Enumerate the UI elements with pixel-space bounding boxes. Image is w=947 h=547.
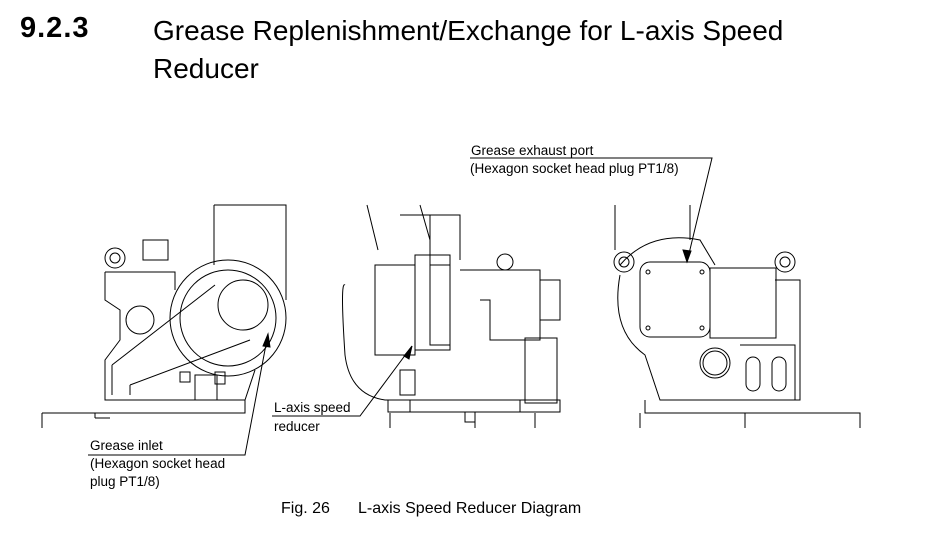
reducer-label-line2: reducer <box>274 419 320 434</box>
figure-title: L-axis Speed Reducer Diagram <box>358 500 582 517</box>
leader-lines <box>88 157 713 456</box>
figure-caption: Fig. 26 L-axis Speed Reducer Diagram <box>281 500 581 518</box>
exhaust-leader <box>470 157 713 263</box>
inlet-leader <box>88 333 269 456</box>
exhaust-port-label: Grease exhaust port <box>471 143 594 158</box>
side-view-drawing <box>342 204 561 423</box>
grease-inlet-label: Grease inlet <box>90 438 163 453</box>
section-title-line2: Reducer <box>153 53 259 84</box>
section-number: 9.2.3 <box>20 12 90 44</box>
ground-lines <box>41 412 861 428</box>
reducer-label-line1: L-axis speed <box>274 400 351 415</box>
figure-number: Fig. 26 <box>281 500 330 517</box>
rear-view-drawing <box>613 205 801 414</box>
section-title-line1: Grease Replenishment/Exchange for L-axis… <box>153 15 784 46</box>
grease-inlet-detail-2: plug PT1/8) <box>90 474 160 489</box>
front-view-drawing <box>95 204 287 414</box>
section-title: Grease Replenishment/Exchange for L-axis… <box>153 12 783 88</box>
reducer-leader <box>272 345 413 417</box>
grease-inlet-detail-1: (Hexagon socket head <box>90 456 226 471</box>
exhaust-port-detail: (Hexagon socket head plug PT1/8) <box>470 161 679 176</box>
